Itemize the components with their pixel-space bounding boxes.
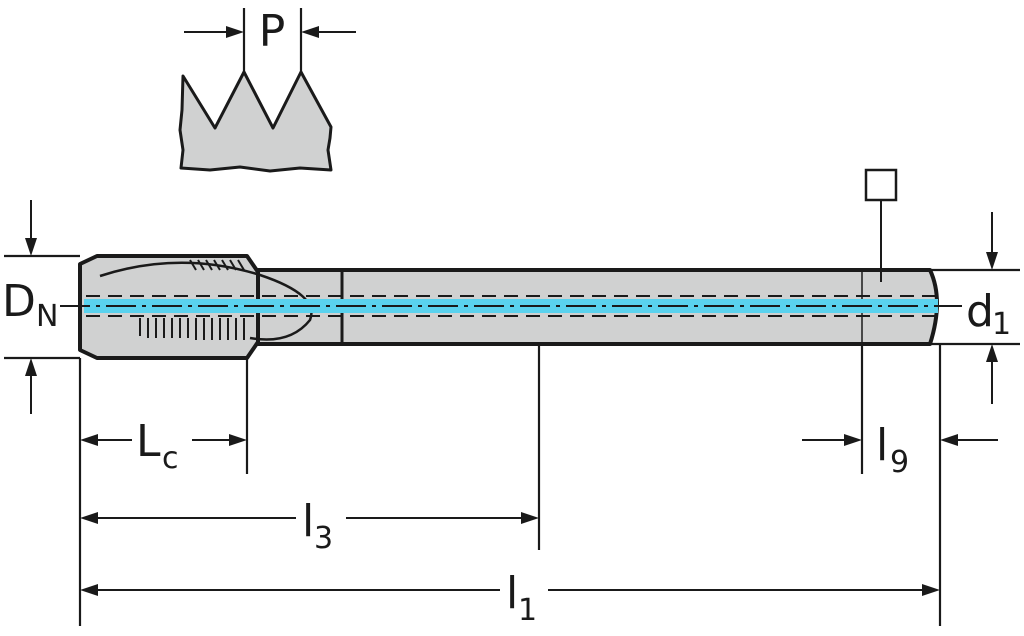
l3-label-sub: 3 bbox=[314, 521, 333, 556]
square-icon bbox=[864, 168, 898, 202]
lc-label-sub: c bbox=[162, 441, 179, 476]
d1-arrow-bottom-head bbox=[986, 344, 998, 362]
nominal-diameter-dimension: D N bbox=[2, 200, 80, 414]
flute-curve bbox=[99, 261, 313, 341]
square-drive-callout bbox=[864, 168, 898, 282]
l9-label-sub: 9 bbox=[890, 445, 909, 480]
chamfer-length-dimension: L c bbox=[80, 416, 247, 476]
dn-arrow-top-head bbox=[25, 238, 37, 256]
thread-profile-section bbox=[178, 70, 333, 173]
pitch-label: P bbox=[259, 6, 286, 57]
l9-arrow-right-head bbox=[940, 434, 958, 446]
d1-label-sub: 1 bbox=[992, 307, 1011, 342]
thread-teeth bbox=[139, 259, 245, 340]
l9-label-main: l bbox=[876, 420, 888, 471]
dn-arrow-bottom-head bbox=[25, 358, 37, 376]
l1-arrow-right-head bbox=[922, 584, 940, 596]
d1-label-main: d bbox=[966, 286, 994, 337]
shank-diameter-dimension: d 1 bbox=[930, 212, 1020, 404]
lc-arrow-left-head bbox=[80, 434, 98, 446]
l1-arrow-left-head bbox=[80, 584, 98, 596]
square-length-dimension: l 9 bbox=[802, 420, 998, 480]
lc-arrow-right-head bbox=[229, 434, 247, 446]
lc-label-main: L bbox=[136, 416, 161, 467]
d1-arrow-top-head bbox=[986, 252, 998, 270]
thread-profile-detail: P bbox=[178, 6, 356, 173]
tap-body bbox=[60, 254, 962, 360]
l1-label-main: l bbox=[506, 568, 518, 619]
total-length-dimension: l 1 bbox=[80, 568, 940, 628]
l3-arrow-left-head bbox=[80, 512, 98, 524]
l1-label-sub: 1 bbox=[518, 593, 537, 628]
pitch-arrow-left-head bbox=[226, 26, 244, 38]
l3-label-main: l bbox=[302, 496, 314, 547]
pitch-arrow-right-head bbox=[301, 26, 319, 38]
dn-label-main: D bbox=[2, 276, 36, 327]
dn-label-sub: N bbox=[36, 299, 58, 334]
l9-arrow-left-head bbox=[844, 434, 862, 446]
l3-arrow-right-head bbox=[521, 512, 539, 524]
thread-length-dimension: l 3 bbox=[80, 496, 539, 556]
